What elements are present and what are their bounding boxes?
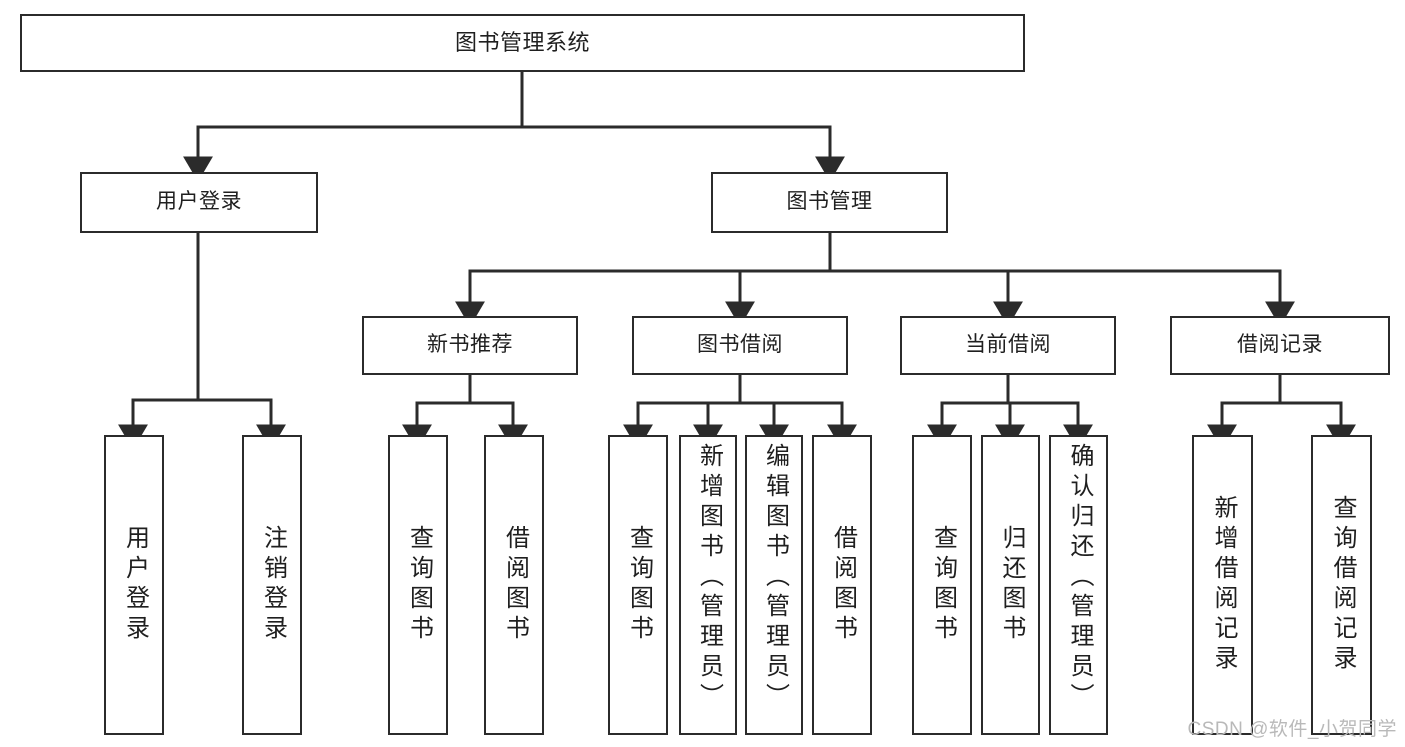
node-label: 图书管理系统 (454, 30, 590, 56)
leaf-confirm-return-admin[interactable]: 确认归还（管理员） (1049, 435, 1108, 735)
leaf-edit-book-admin[interactable]: 编辑图书（管理员） (745, 435, 803, 735)
node-root-system[interactable]: 图书管理系统 (20, 14, 1025, 72)
leaf-query-book-borrow[interactable]: 查询图书 (608, 435, 668, 735)
leaf-return-book[interactable]: 归还图书 (981, 435, 1040, 735)
node-label: 新书推荐 (427, 333, 513, 357)
node-current-borrow[interactable]: 当前借阅 (900, 316, 1116, 375)
node-label: 归还图书 (997, 525, 1025, 645)
node-label: 确认归还（管理员） (1065, 443, 1093, 713)
node-new-book-recommend[interactable]: 新书推荐 (362, 316, 578, 375)
leaf-add-borrow-record[interactable]: 新增借阅记录 (1192, 435, 1253, 735)
node-label: 查询图书 (405, 525, 433, 645)
leaf-query-borrow-record[interactable]: 查询借阅记录 (1311, 435, 1372, 735)
node-label: 新增借阅记录 (1209, 495, 1237, 675)
node-label: 查询图书 (929, 525, 957, 645)
leaf-borrow-book-rec[interactable]: 借阅图书 (484, 435, 544, 735)
node-label: 图书管理 (786, 190, 873, 214)
node-label: 借阅图书 (501, 525, 529, 645)
node-label: 查询借阅记录 (1328, 495, 1356, 675)
node-book-borrow[interactable]: 图书借阅 (632, 316, 848, 375)
node-label: 用户登录 (156, 190, 242, 214)
leaf-borrow-book[interactable]: 借阅图书 (812, 435, 872, 735)
leaf-logout-login[interactable]: 注销登录 (242, 435, 302, 735)
node-user-login[interactable]: 用户登录 (80, 172, 318, 233)
node-label: 图书借阅 (697, 333, 783, 357)
node-label: 借阅图书 (829, 525, 857, 645)
node-borrow-record[interactable]: 借阅记录 (1170, 316, 1390, 375)
node-label: 编辑图书（管理员） (761, 443, 789, 713)
node-label: 注销登录 (259, 525, 287, 645)
leaf-user-login[interactable]: 用户登录 (104, 435, 164, 735)
leaf-query-book-rec[interactable]: 查询图书 (388, 435, 448, 735)
leaf-query-book-current[interactable]: 查询图书 (912, 435, 972, 735)
node-label: 借阅记录 (1237, 333, 1323, 357)
node-label: 用户登录 (121, 525, 149, 645)
node-label: 新增图书（管理员） (695, 443, 723, 713)
watermark-text: CSDN @软件_小贺同学 (1187, 719, 1397, 740)
leaf-add-book-admin[interactable]: 新增图书（管理员） (679, 435, 737, 735)
node-label: 当前借阅 (965, 333, 1051, 357)
node-label: 查询图书 (625, 525, 653, 645)
node-book-management[interactable]: 图书管理 (711, 172, 948, 233)
